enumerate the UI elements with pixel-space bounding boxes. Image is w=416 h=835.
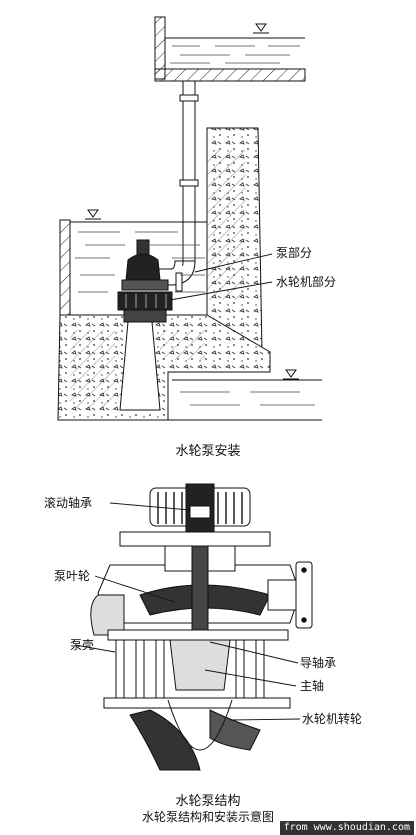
label-turbine-part: 水轮机部分 (276, 275, 337, 289)
support-columns (103, 629, 291, 709)
pump-unit (117, 239, 173, 323)
turbine-runner (129, 639, 261, 771)
structure-diagram: 滚动轴承 泵叶轮 泵壳 导轴承 主轴 水轮机转轮 (0, 470, 416, 790)
figure-subtitle: 水轮泵结构和安装示意图 (141, 810, 274, 824)
delivery-pipe (152, 80, 199, 292)
outlet-flange (267, 561, 313, 629)
pump-casing-body (90, 545, 301, 672)
structure-leader-lines (74, 502, 301, 721)
tailwater (168, 369, 322, 421)
water-level-icon (255, 23, 267, 32)
source-watermark: from www.shoudian.com (279, 821, 414, 835)
installation-caption: 水轮泵安装 (175, 444, 241, 459)
water-level-icon (87, 209, 99, 218)
label-main-shaft: 主轴 (300, 679, 325, 693)
label-turbine-runner: 水轮机转轮 (302, 712, 363, 726)
foundation (57, 314, 271, 421)
label-pump-casing: 泵壳 (70, 638, 95, 652)
label-guide-bearing: 导轴承 (300, 656, 337, 670)
structure-caption: 水轮泵结构 (175, 794, 241, 809)
installation-drawing (57, 16, 322, 421)
bearing-housing (119, 483, 271, 547)
water-level-icon (285, 369, 297, 378)
label-rolling-bearing: 滚动轴承 (44, 496, 93, 510)
structure-drawing (74, 483, 313, 771)
upper-reservoir (154, 16, 306, 82)
dam-wall (206, 127, 263, 353)
label-pump-impeller: 泵叶轮 (54, 569, 91, 583)
label-pump-part: 泵部分 (276, 246, 313, 260)
installation-diagram: 泵部分 水轮机部分 (57, 16, 337, 421)
leader-lines (169, 253, 273, 301)
